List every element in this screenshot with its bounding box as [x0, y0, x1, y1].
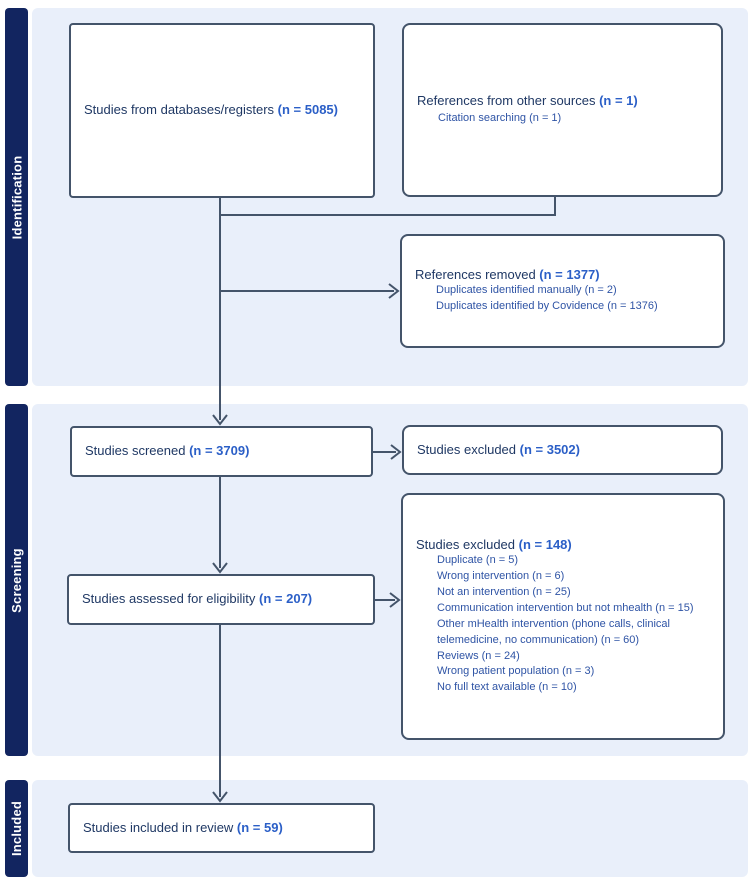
box-label: References from other sources [417, 92, 600, 108]
stage-bar-included: Included [5, 780, 28, 877]
box-sub-item: No full text available (n = 10) [437, 681, 577, 694]
box-studies-excluded-screening: Studies excluded (n = 3502) [402, 425, 723, 475]
box-sub-item: Citation searching (n = 1) [438, 112, 562, 125]
box-label: Studies excluded [416, 536, 519, 552]
box-label: Studies screened [85, 443, 190, 459]
box-count: (n = 148) [518, 536, 572, 552]
box-label: Studies included in review [83, 819, 237, 835]
box-count: (n = 207) [259, 591, 313, 607]
box-studies-screened: Studies screened (n = 3709) [70, 426, 373, 477]
box-sub-item: Not an intervention (n = 25) [437, 585, 571, 598]
box-references-other-sources: References from other sources (n = 1) Ci… [402, 23, 723, 197]
box-label: Studies excluded [417, 441, 520, 457]
box-main-text: Studies included in review (n = 59) [83, 820, 363, 836]
box-sub-item: Duplicate (n = 5) [437, 553, 519, 566]
box-sub-item: Duplicates identified manually (n = 2) [436, 284, 617, 297]
box-main-text: Studies excluded (n = 3502) [417, 442, 711, 458]
box-studies-excluded-eligibility: Studies excluded (n = 148) Duplicate (n … [401, 493, 725, 740]
box-main-text: References removed (n = 1377) [415, 267, 713, 283]
box-main-text: Studies screened (n = 3709) [85, 443, 361, 459]
box-count: (n = 1377) [539, 266, 600, 282]
stage-bar-identification: Identification [5, 8, 28, 386]
box-main-text: Studies assessed for eligibility (n = 20… [82, 591, 363, 607]
box-count: (n = 59) [236, 819, 283, 835]
box-references-removed: References removed (n = 1377) Duplicates… [400, 234, 725, 348]
box-sub-item: Wrong intervention (n = 6) [437, 569, 565, 582]
box-sub-item: Duplicates identified by Covidence (n = … [436, 300, 658, 313]
box-main-text: Studies from databases/registers (n = 50… [84, 102, 363, 118]
box-main-text: References from other sources (n = 1) [417, 93, 711, 109]
box-count: (n = 3502) [519, 441, 580, 457]
box-studies-included: Studies included in review (n = 59) [68, 803, 375, 853]
stage-label-included: Included [9, 800, 24, 857]
box-count: (n = 5085) [277, 102, 338, 118]
box-sub-item: Other mHealth intervention (phone calls,… [437, 617, 670, 646]
box-label: Studies assessed for eligibility [82, 591, 260, 607]
box-label: Studies from databases/registers [84, 102, 278, 118]
stage-label-identification: Identification [9, 155, 25, 239]
box-studies-from-databases: Studies from databases/registers (n = 50… [69, 23, 375, 198]
stage-label-screening: Screening [9, 547, 24, 613]
box-count: (n = 3709) [189, 443, 250, 459]
box-main-text: Studies excluded (n = 148) [416, 537, 713, 553]
box-label: References removed [415, 266, 540, 282]
box-sub-item: Reviews (n = 24) [437, 649, 520, 662]
box-sub-item: Communication intervention but not mheal… [437, 601, 694, 614]
box-count: (n = 1) [599, 92, 638, 108]
stage-bar-screening: Screening [5, 404, 28, 756]
box-sub-item: Wrong patient population (n = 3) [437, 665, 595, 678]
box-studies-assessed-eligibility: Studies assessed for eligibility (n = 20… [67, 574, 375, 625]
